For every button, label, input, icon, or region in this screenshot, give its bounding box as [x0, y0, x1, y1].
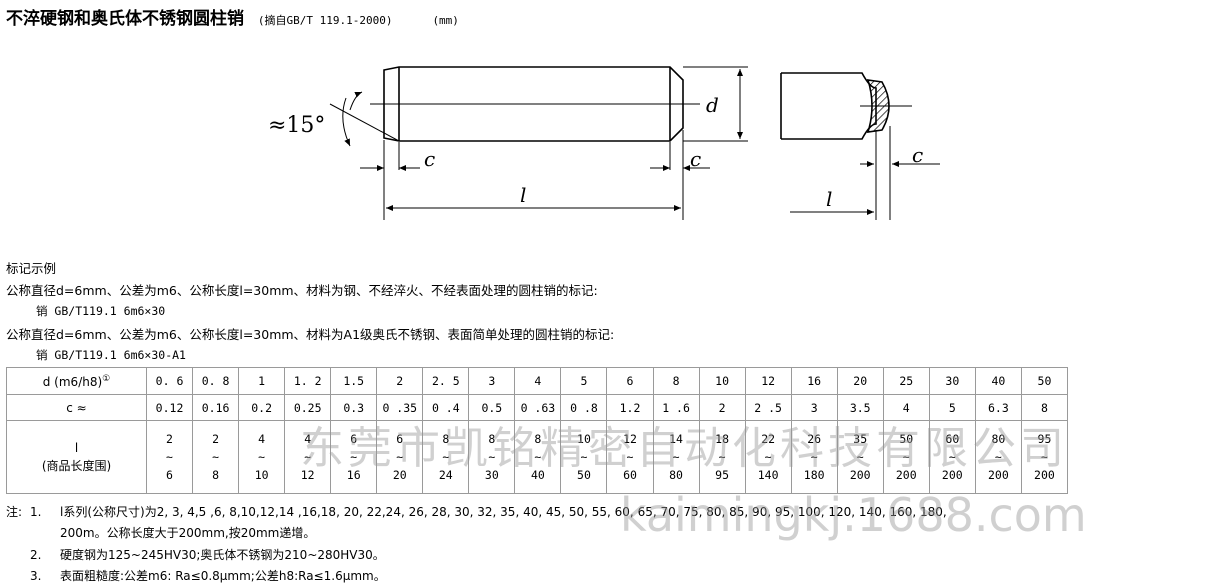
cell-d: 6	[606, 367, 654, 395]
note-2-number: 2.	[30, 548, 42, 562]
note-1: 注: 1. l系列(公称尺寸)为2, 3, 4,5 ,6, 8,10,12,14 ,…	[6, 503, 947, 520]
spec-table: d (m6/h8)① 0. 6 0. 8 1 1. 2 1.5 2 2. 5 3…	[6, 367, 1069, 494]
cell-l: 95~200	[1020, 420, 1069, 494]
marking-code-1: 销 GB/T119.1 6m6×30	[36, 304, 166, 318]
cell-l: 10~50	[560, 420, 608, 494]
row-d: d (m6/h8)① 0. 6 0. 8 1 1. 2 1.5 2 2. 5 3…	[6, 367, 1069, 395]
header-c: c ≈	[6, 394, 147, 421]
cell-d: 5	[560, 367, 608, 395]
cell-l: 22~140	[744, 420, 792, 494]
note-3-text: 表面粗糙度:公差m6: Ra≤0.8μmm;公差h8:Ra≤1.6μmm。	[60, 569, 386, 583]
cell-c: 1.2	[606, 394, 654, 421]
cell-c: 0 .35	[376, 394, 424, 421]
header-d: d (m6/h8)①	[6, 367, 147, 395]
cell-l: 26~180	[790, 420, 838, 494]
cell-d: 12	[744, 367, 792, 395]
cell-d: 40	[974, 367, 1022, 395]
cell-c: 0 .63	[514, 394, 562, 421]
note-3-number: 3.	[30, 569, 42, 583]
cell-l: 6~16	[330, 420, 378, 494]
notes-label: 注:	[6, 505, 23, 519]
title-unit: (mm)	[432, 14, 459, 27]
l-label-detail: l	[826, 187, 832, 211]
cell-c: 3.5	[836, 394, 884, 421]
note-2-text: 硬度钢为125~245HV30;奥氏体不锈钢为210~280HV30。	[60, 548, 385, 562]
cell-d: 4	[514, 367, 562, 395]
cell-l: 6~20	[376, 420, 424, 494]
marking-code-2: 销 GB/T119.1 6m6×30-A1	[36, 348, 186, 362]
pin-end-detail	[780, 72, 912, 140]
cell-c: 2	[698, 394, 746, 421]
title-source: (摘自GB/T 119.1-2000)	[257, 14, 393, 27]
cell-c: 0.25	[284, 394, 332, 421]
note-1-continued: 200m。公称长度大于200mm,按20mm递增。	[60, 526, 316, 540]
cell-l: 2~8	[192, 420, 240, 494]
angle-label: ≈15°	[268, 113, 325, 138]
cell-l: 12~60	[606, 420, 654, 494]
cell-d: 0. 6	[145, 367, 194, 395]
marking-heading: 标记示例	[6, 261, 57, 276]
cell-l: 50~200	[882, 420, 930, 494]
cell-c: 5	[928, 394, 976, 421]
cell-c: 6.3	[974, 394, 1022, 421]
cell-l: 2~6	[145, 420, 194, 494]
row-l: l(商品长度围) 2~6 2~8 4~10 4~12 6~16 6~20 8~2…	[6, 420, 1069, 494]
note-1-number: 1.	[30, 505, 42, 519]
cell-c: 2 .5	[744, 394, 792, 421]
cell-l: 8~40	[514, 420, 562, 494]
cell-d: 30	[928, 367, 976, 395]
note-1-text: l系列(公称尺寸)为2, 3, 4,5 ,6, 8,10,12,14 ,16,1…	[60, 505, 947, 519]
cell-c: 0.5	[468, 394, 516, 421]
cell-d: 25	[882, 367, 930, 395]
cell-d: 2. 5	[422, 367, 470, 395]
cell-d: 16	[790, 367, 838, 395]
c-label-left: c	[424, 147, 435, 171]
cell-d: 3	[468, 367, 516, 395]
cell-d: 1.5	[330, 367, 378, 395]
cell-c: 0 .8	[560, 394, 608, 421]
page-title: 不淬硬钢和奥氏体不锈钢圆柱销 (摘自GB/T 119.1-2000) (mm)	[6, 4, 459, 29]
cell-d: 50	[1020, 367, 1069, 395]
d-label: d	[706, 93, 719, 117]
cell-d: 2	[376, 367, 424, 395]
cell-d: 8	[652, 367, 700, 395]
cell-l: 35~200	[836, 420, 884, 494]
cell-c: 1 .6	[652, 394, 700, 421]
cell-c: 0.3	[330, 394, 378, 421]
cell-c: 0.16	[192, 394, 240, 421]
cell-l: 8~30	[468, 420, 516, 494]
cell-d: 20	[836, 367, 884, 395]
cell-c: 0 .4	[422, 394, 470, 421]
note-3: 3. 表面粗糙度:公差m6: Ra≤0.8μmm;公差h8:Ra≤1.6μmm。	[6, 567, 386, 584]
cell-c: 8	[1020, 394, 1069, 421]
marking-example-1: 公称直径d=6mm、公差为m6、公称长度l=30mm、材料为钢、不经淬火、不经表…	[6, 283, 598, 298]
title-main: 不淬硬钢和奥氏体不锈钢圆柱销	[6, 9, 244, 29]
cell-l: 4~12	[284, 420, 332, 494]
header-l: l(商品长度围)	[6, 420, 147, 494]
pin-drawing: ≈15° c c l d c l	[268, 66, 940, 220]
cell-c: 4	[882, 394, 930, 421]
cell-l: 14~80	[652, 420, 700, 494]
row-c: c ≈ 0.12 0.16 0.2 0.25 0.3 0 .35 0 .4 0.…	[6, 394, 1069, 421]
cell-d: 1	[238, 367, 286, 395]
c-label-right: c	[690, 147, 701, 171]
cell-d: 0. 8	[192, 367, 240, 395]
pin-side-view	[329, 66, 700, 142]
cell-l: 8~24	[422, 420, 470, 494]
cell-d: 10	[698, 367, 746, 395]
note-2: 2. 硬度钢为125~245HV30;奥氏体不锈钢为210~280HV30。	[6, 546, 385, 563]
cell-c: 3	[790, 394, 838, 421]
l-label: l	[520, 183, 526, 207]
angle-arc	[342, 97, 351, 147]
cell-l: 18~95	[698, 420, 746, 494]
cell-d: 1. 2	[284, 367, 332, 395]
c-label-detail: c	[912, 143, 923, 167]
cell-c: 0.2	[238, 394, 286, 421]
cell-l: 80~200	[974, 420, 1022, 494]
cell-l: 60~200	[928, 420, 976, 494]
cell-l: 4~10	[238, 420, 286, 494]
marking-example-2: 公称直径d=6mm、公差为m6、公称长度l=30mm、材料为A1级奥氏不锈钢、表…	[6, 327, 615, 342]
cell-c: 0.12	[145, 394, 194, 421]
